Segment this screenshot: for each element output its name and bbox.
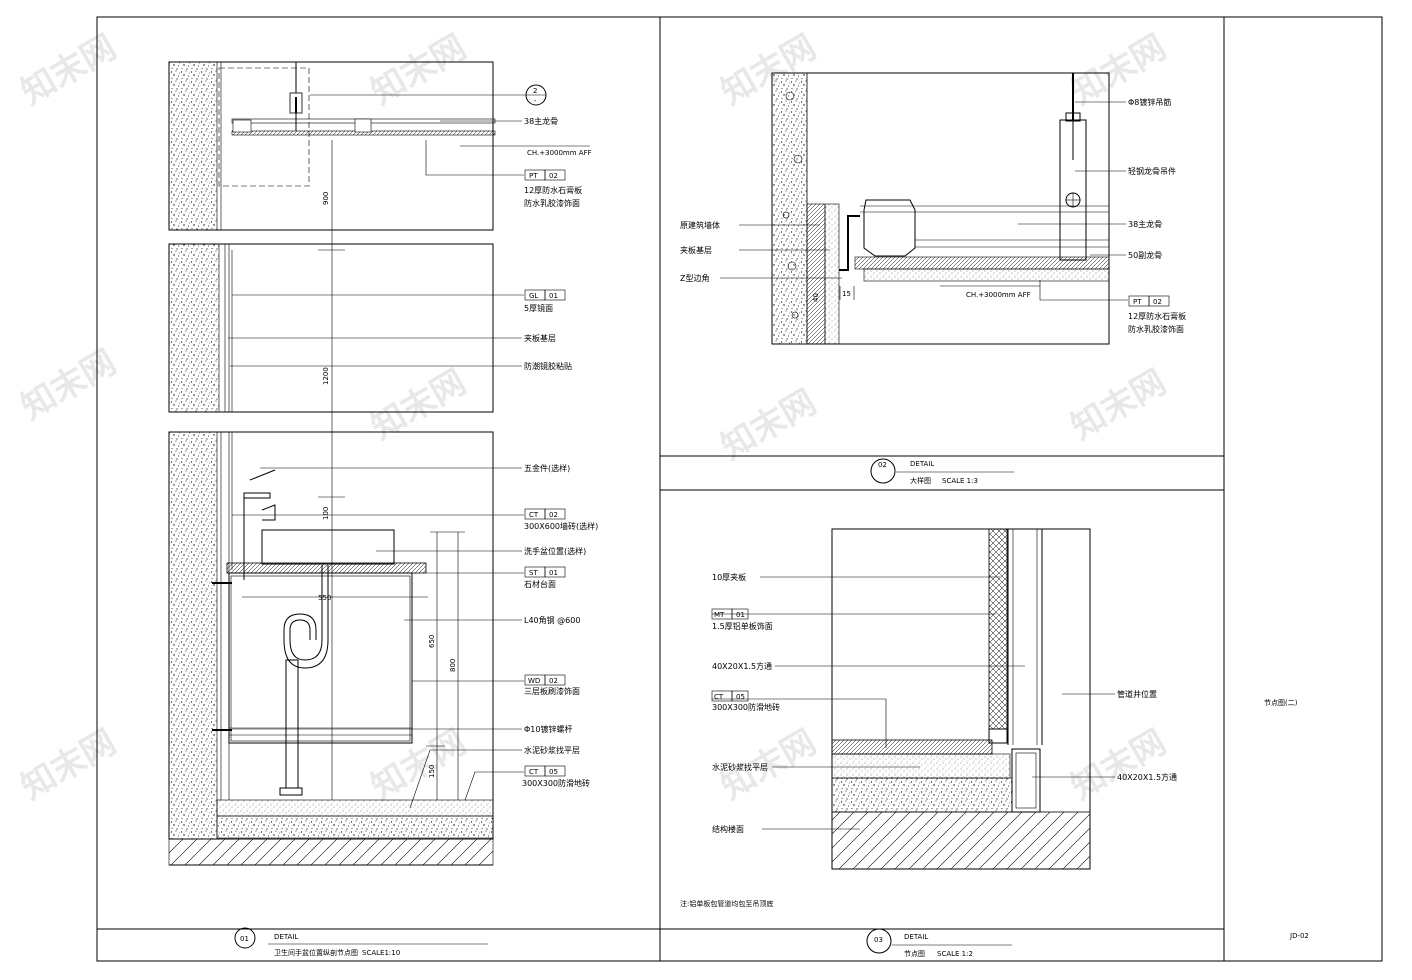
watermark: 知末网 — [1065, 362, 1173, 448]
label-paint-finish: 防水乳胶漆饰面 — [524, 198, 580, 208]
label-hanger-fitting: 轻钢龙骨吊件 — [1128, 166, 1176, 176]
detail-03: 10厚夹板 MT 01 1.5厚铝单板饰面 40X20X1.5方通 CT 05 … — [680, 528, 1177, 958]
label-plywood-base-02: 夹板基层 — [680, 245, 712, 255]
label-gypsum-board: 12厚防水石膏板 — [524, 185, 582, 195]
drawing-number: JD-02 — [1289, 932, 1309, 940]
label-square-tube-2: 40X20X1.5方通 — [1117, 772, 1177, 782]
label-pipe-shaft: 管道井位置 — [1117, 689, 1157, 699]
watermark: 知末网 — [365, 362, 473, 448]
watermark: 知末网 — [1065, 722, 1173, 808]
detail03-note: 注:铝单板包管道均包至吊顶底 — [680, 899, 773, 908]
detail01-type: DETAIL — [274, 933, 298, 941]
label-mortar-layer: 水泥砂浆找平层 — [524, 745, 580, 755]
label-square-tube: 40X20X1.5方通 — [712, 661, 772, 671]
label-sub-keel: 50副龙骨 — [1128, 250, 1162, 260]
dim-650: 650 — [428, 635, 436, 648]
label-structural-floor: 结构楼面 — [712, 824, 744, 834]
dim-550: 550 — [318, 594, 331, 602]
detail-01: 2 - 38主龙骨 CH.+3000mm AFF PT 02 12厚防水石膏板 … — [168, 61, 598, 957]
tag-metal-num: 01 — [736, 611, 745, 619]
label-plywood-finish: 三层板刷漆饰面 — [524, 686, 580, 696]
label-stone-counter: 石材台面 — [524, 579, 556, 589]
detail03-number: 03 — [874, 936, 883, 944]
tag-wall-tile-num: 02 — [549, 511, 558, 519]
tag-mirror-code: GL — [529, 292, 538, 300]
sheet-title: 节点图(二) — [1264, 699, 1298, 707]
label-hardware: 五金件(选样) — [524, 463, 570, 473]
label-original-wall: 原建筑墙体 — [680, 220, 720, 230]
detail03-scale: SCALE 1:2 — [937, 950, 973, 958]
label-threaded-rod: Φ10镀锌螺杆 — [524, 724, 572, 734]
watermark: 知末网 — [715, 382, 823, 468]
watermark: 知末网 — [365, 27, 473, 113]
label-z-edge: Z型边角 — [680, 273, 709, 283]
label-wall-tile: 300X600墙砖(选样) — [524, 521, 598, 531]
label-main-keel: 38主龙骨 — [524, 116, 558, 126]
tag-wood-code: WD — [528, 677, 540, 685]
label-mirror-glue: 防潮镜胶粘贴 — [524, 361, 572, 371]
sheet-frame — [96, 16, 1383, 962]
tag-floor-03-num: 05 — [736, 693, 745, 701]
section-mark-number: 2 — [533, 87, 537, 95]
dim-800: 800 — [449, 659, 457, 672]
detail02-number: 02 — [878, 461, 887, 469]
detail02-scale: SCALE 1:3 — [942, 477, 978, 485]
detail03-title: 节点图 — [904, 950, 925, 958]
detail02-type: DETAIL — [910, 460, 934, 468]
label-plywood-base: 夹板基层 — [524, 333, 556, 343]
label-mirror: 5厚镜面 — [524, 303, 553, 313]
tag-stone-num: 01 — [549, 569, 558, 577]
tag-stone-code: ST — [529, 569, 538, 577]
section-mark-sub: - — [534, 97, 537, 105]
tag-02-num: 02 — [1153, 298, 1162, 306]
label-angle-steel: L40角钢 @600 — [524, 615, 580, 625]
tag-floor-num: 05 — [549, 768, 558, 776]
tag-wood-num: 02 — [549, 677, 558, 685]
detail-02: 原建筑墙体 夹板基层 Z型边角 Φ8镀锌吊筋 轻钢龙骨吊件 38主龙骨 50副龙… — [680, 72, 1186, 485]
detail01-title: 卫生间手盆位置纵剖节点图 — [274, 948, 358, 957]
tag-ceiling-num: 02 — [549, 172, 558, 180]
tag-metal-code: MT — [714, 611, 725, 619]
tag-ceiling-code: PT — [529, 172, 538, 180]
detail01-scale: SCALE1:10 — [362, 949, 400, 957]
dim-150: 150 — [428, 765, 436, 778]
label-basin-position: 洗手盆位置(选样) — [524, 546, 586, 556]
tag-02-code: PT — [1133, 298, 1142, 306]
tag-mirror-num: 01 — [549, 292, 558, 300]
detail01-number: 01 — [240, 935, 249, 943]
label-mortar-03: 水泥砂浆找平层 — [712, 762, 768, 772]
dim-900: 900 — [322, 192, 330, 205]
label-10mm-plywood: 10厚夹板 — [712, 572, 746, 582]
watermark: 知末网 — [15, 342, 123, 428]
label-main-keel-02: 38主龙骨 — [1128, 219, 1162, 229]
dim-40: 40 — [812, 293, 820, 302]
dim-1200: 1200 — [322, 367, 330, 385]
dim-15: 15 — [842, 290, 851, 298]
tag-floor-code: CT — [529, 768, 539, 776]
detail03-type: DETAIL — [904, 933, 928, 941]
label-floor-tile: 300X300防滑地砖 — [522, 778, 590, 788]
label-ceiling-height: CH.+3000mm AFF — [527, 149, 592, 157]
ceiling-height-02: CH.+3000mm AFF — [966, 291, 1031, 299]
watermark: 知末网 — [15, 722, 123, 808]
label-gypsum-02: 12厚防水石膏板 — [1128, 311, 1186, 321]
dim-100: 100 — [322, 507, 330, 520]
label-aluminum-panel: 1.5厚铝单板饰面 — [712, 621, 773, 631]
label-antislip-tile: 300X300防滑地砖 — [712, 702, 780, 712]
label-paint-02: 防水乳胶漆饰面 — [1128, 324, 1184, 334]
tag-floor-03-code: CT — [714, 693, 724, 701]
watermark: 知末网 — [15, 27, 123, 113]
detail02-title: 大样图 — [910, 476, 931, 485]
tag-wall-tile-code: CT — [529, 511, 539, 519]
label-hanger-rod: Φ8镀锌吊筋 — [1128, 97, 1171, 107]
